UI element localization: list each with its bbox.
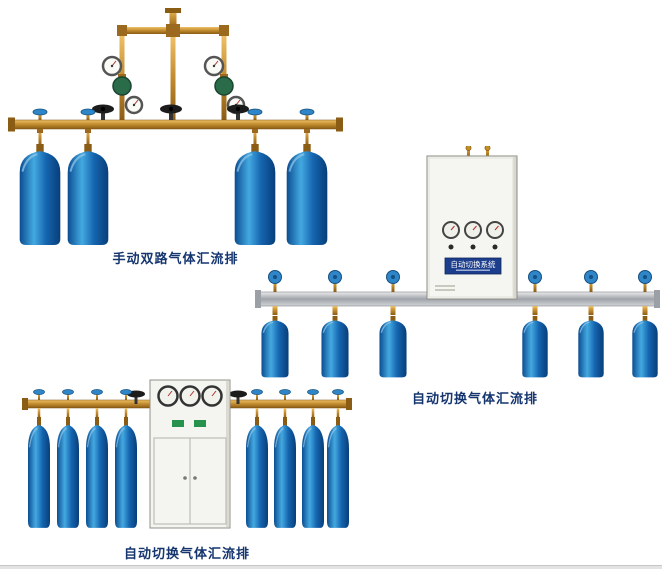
gas-cylinder [244,417,270,529]
manifold-pipe [8,117,343,132]
valve-knob [62,389,74,395]
control-knob [470,244,476,250]
station [631,270,659,378]
gas-cylinder [18,144,62,246]
valve-handwheel [160,104,182,120]
valve-knob [279,389,291,395]
valve-knob [247,108,263,116]
indicator-label [194,420,206,427]
valve-handwheel [92,104,114,120]
cabinet-nameplate: 自动切换系统 [444,257,502,275]
caption-auto-switch-cabinet: 自动切换气体汇流排 [411,391,538,406]
manual-dual-manifold-photo [8,8,343,246]
auto-switch-floor-photo [22,379,352,529]
station [300,389,326,529]
gas-cylinder [320,316,350,378]
indicator-label [172,420,184,427]
regulator-body [214,76,234,96]
figure-auto-switch-floor [22,374,352,546]
page-bottom-divider [0,565,662,569]
caption-auto-switch-floor: 自动切换气体汇流排 [123,546,250,561]
cylinder-stations [260,270,659,378]
station [272,389,298,529]
station [521,270,549,378]
control-cabinet [149,379,231,529]
door-knob [183,476,187,480]
handwheel-valves [92,104,249,120]
valve-knob [33,389,45,395]
gas-cylinder [272,417,298,529]
station [113,389,139,529]
gas-cylinder [260,316,290,378]
gas-cylinder [378,316,408,378]
valve-knob [120,389,132,395]
cabinet-nameplate-text: 自动切换系统 [451,259,496,269]
station [84,389,110,529]
valve-knob [307,389,319,395]
door-knob [193,476,197,480]
station [260,270,290,378]
valve-knob [32,108,48,116]
valve-knob [80,108,96,116]
station [325,389,351,529]
cabinet-doors [153,437,227,525]
control-knob [492,244,498,250]
valve-handwheel [229,390,247,404]
regulator-body [112,76,132,96]
gas-cylinder [55,417,81,529]
valve-knob [91,389,103,395]
gas-cylinder [577,316,605,378]
gas-cylinder [84,417,110,529]
gas-cylinder [113,417,139,529]
figure-auto-switch-cabinet: 自动切换系统 [255,146,660,386]
valve-knob [251,389,263,395]
control-knob [448,244,454,250]
figure-manual-dual-manifold [8,8,343,250]
cylinder-stations [26,389,351,529]
valve-handwheel [227,104,249,120]
gas-cylinder [325,417,351,529]
caption-manual-dual-manifold: 手动双路气体汇流排 [112,251,239,266]
valve-knob [332,389,344,395]
valve-knob [299,108,315,116]
auto-switch-manifold-photo: 自动切换系统 [255,146,660,378]
station [55,389,81,529]
regulator-station-left [101,55,144,115]
control-cabinet: 自动切换系统 [426,155,518,300]
gas-cylinder [26,417,52,529]
gas-cylinder [521,316,549,378]
cylinder-stations [18,108,329,246]
station [320,270,350,378]
gas-cylinder [66,144,110,246]
station [26,389,52,529]
cabinet-top-pipes [465,146,491,158]
gas-cylinder [631,316,659,378]
gas-cylinder [300,417,326,529]
station [378,270,408,378]
station [577,270,605,378]
station [244,389,270,529]
